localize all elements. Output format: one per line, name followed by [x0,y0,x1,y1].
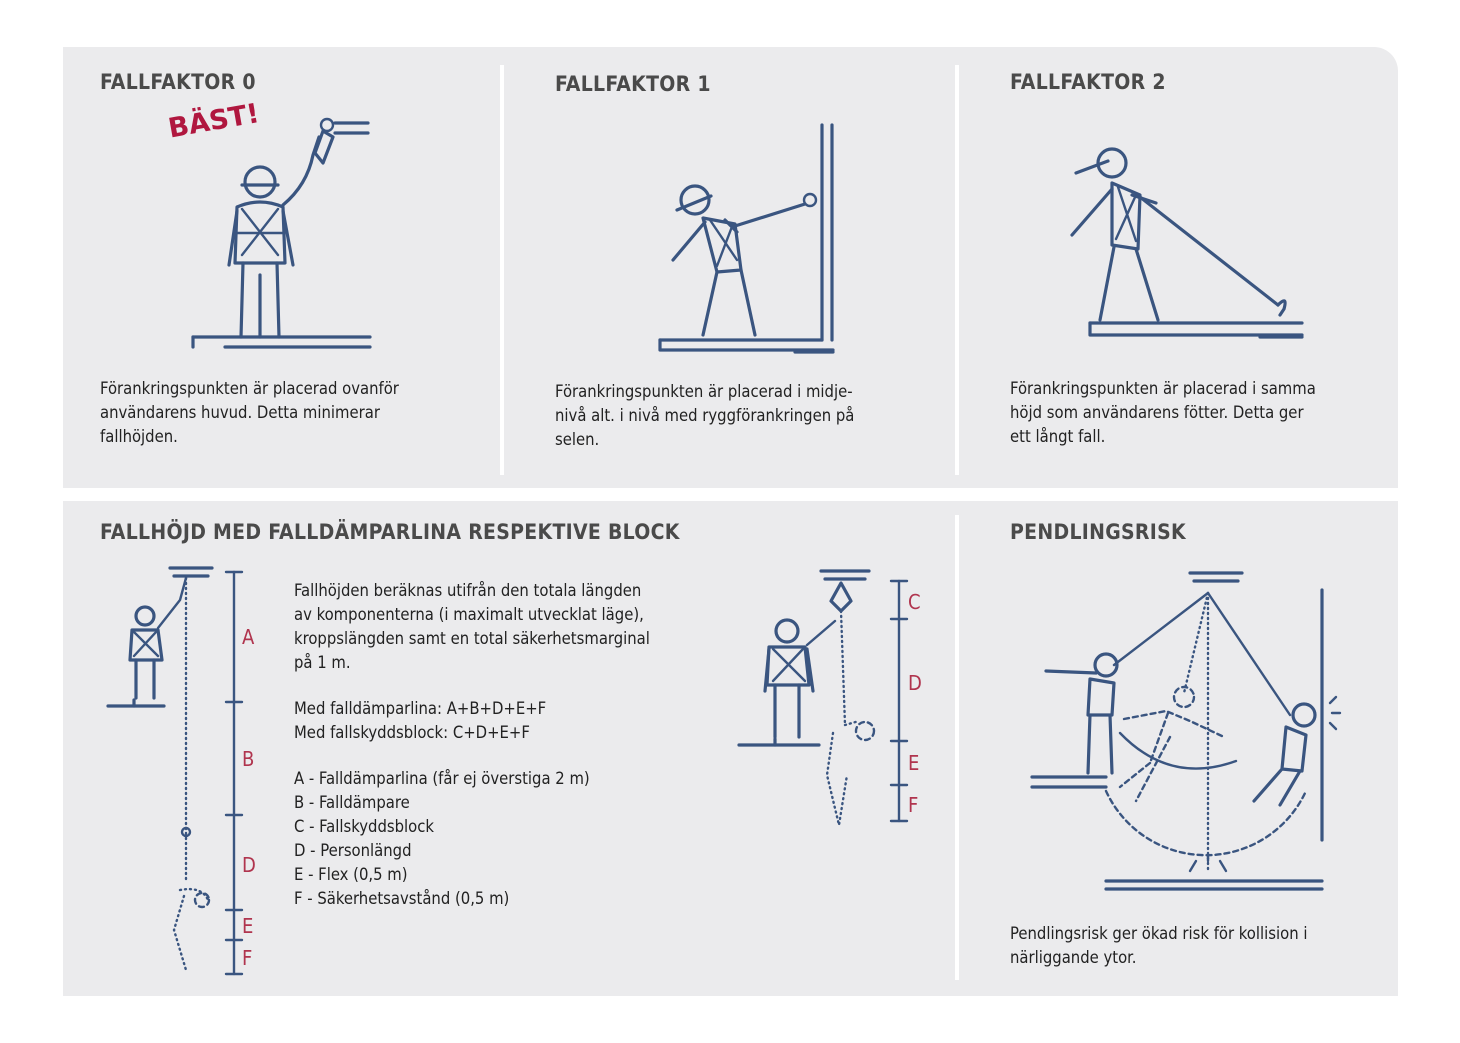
fall-height-formulas: Med falldämparlina: A+B+D+E+F Med fallsk… [294,699,547,742]
fall-height-intro: Fallhöjden beräknas utifrån den totala l… [294,581,650,672]
component-legend: A - Falldämparlina (får ej överstiga 2 m… [294,769,590,908]
scale-label-d: D [242,853,256,877]
pendulum-risk-text: Pendlingsrisk ger ökad risk för kollisio… [1010,924,1308,967]
fall-factor-1-text: Förankringspunkten är placerad i midje- … [555,382,855,449]
fall-factor-2-title: FALLFAKTOR 2 [1010,70,1166,94]
column-divider [955,515,959,980]
fall-factor-panel [63,47,1398,488]
pendulum-risk-title: PENDLINGSRISK [1010,520,1186,544]
fall-height-title: FALLHÖJD MED FALLDÄMPARLINA RESPEKTIVE B… [100,520,680,544]
fall-factor-2-illustration [1070,145,1310,345]
scale-label-e: E [242,914,254,938]
column-divider [955,65,959,475]
scale-label-c: C [908,590,921,614]
block-fall-diagram [735,565,935,830]
scale-label-f: F [242,946,253,970]
scale-label-d: D [908,671,922,695]
scale-label-f: F [908,793,919,817]
fall-height-panel [63,501,1398,996]
scale-label-b: B [242,747,255,771]
pendulum-risk-illustration [1030,565,1350,895]
fall-factor-0-illustration [185,115,385,355]
fall-factor-0-text: Förankringspunkten är placerad ovanför a… [100,379,399,446]
fall-factor-1-illustration [655,120,855,360]
lanyard-fall-diagram [100,560,260,980]
fall-factor-2-text: Förankringspunkten är placerad i samma h… [1010,379,1316,446]
column-divider [500,65,504,475]
scale-label-a: A [242,625,255,649]
fall-factor-1-title: FALLFAKTOR 1 [555,72,711,96]
scale-label-e: E [908,751,920,775]
fall-factor-0-title: FALLFAKTOR 0 [100,70,256,94]
